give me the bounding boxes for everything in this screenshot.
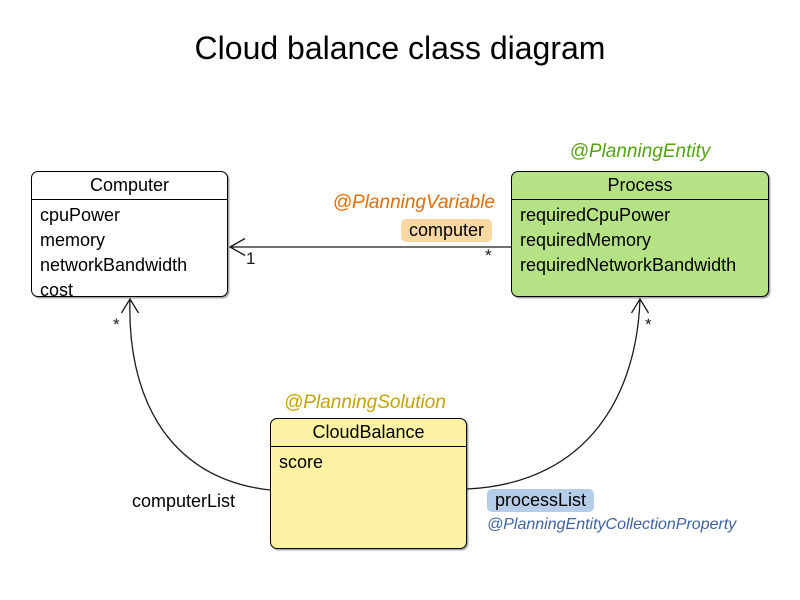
class-cloudbalance-name: CloudBalance [271,419,466,447]
diagram-title: Cloud balance class diagram [194,30,606,66]
attribute: cost [40,280,74,300]
planning-entity-collection-annotation: @PlanningEntityCollectionProperty [487,516,737,533]
class-computer-name: Computer [32,172,227,200]
class-cloudbalance: CloudBalance score [270,418,467,549]
process-list-edge [466,297,650,490]
class-computer-attributes: cpuPower memory networkBandwidth cost [32,200,227,306]
class-process-attributes: requiredCpuPower requiredMemory required… [512,200,768,281]
multiplicity-one: 1 [246,249,256,268]
multiplicity-many-computerlist: * [113,315,120,334]
computer-list-edge [120,297,271,491]
class-cloudbalance-attributes: score [271,447,466,478]
attribute: networkBandwidth [40,255,188,275]
attribute: requiredMemory [520,230,652,250]
class-process-name: Process [512,172,768,200]
attribute: requiredCpuPower [520,205,671,225]
attribute: score [279,452,324,472]
processlist-relation-label: processList [487,489,595,512]
attribute: memory [40,230,106,250]
planning-variable-annotation: @PlanningVariable [332,192,495,213]
planning-solution-annotation: @PlanningSolution [284,392,446,413]
multiplicity-many-processlist: * [645,315,652,334]
multiplicity-many-variable: * [485,246,492,265]
planning-entity-annotation: @PlanningEntity [569,141,711,162]
class-computer: Computer cpuPower memory networkBandwidt… [31,171,228,300]
class-process: Process requiredCpuPower requiredMemory … [511,171,769,297]
attribute: cpuPower [40,205,121,225]
computer-relation-label: computer [400,219,492,242]
attribute: requiredNetworkBandwidth [520,255,737,275]
computerlist-relation-label: computerList [132,491,236,511]
